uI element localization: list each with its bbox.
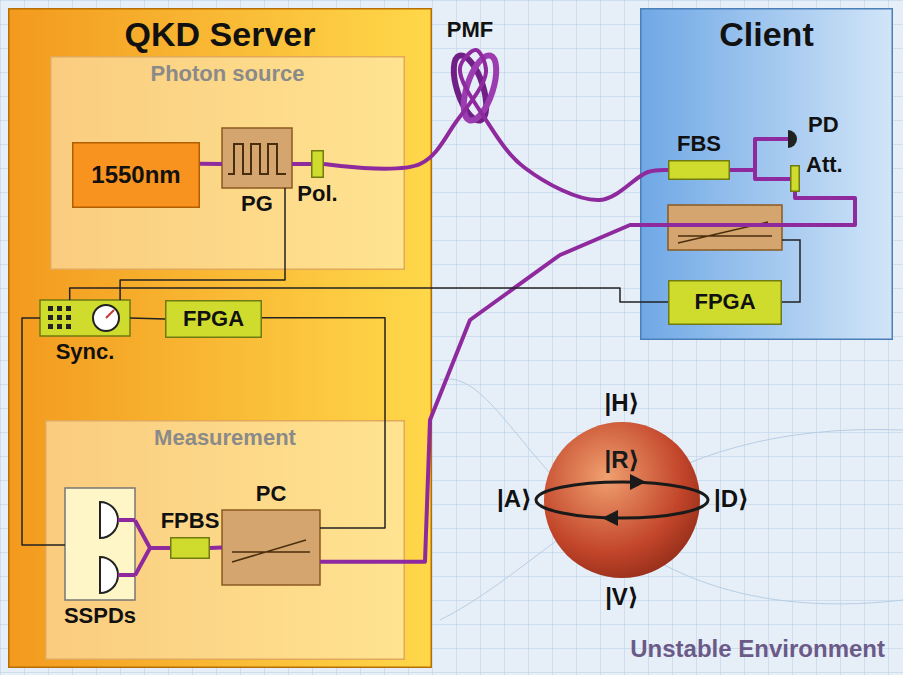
part-label: PG: [241, 192, 273, 216]
section-heading: Client: [640, 8, 893, 53]
part-label: Att.: [806, 153, 843, 177]
section-heading: QKD Server: [8, 8, 432, 53]
optical-fiber: [292, 162, 311, 166]
fpga-box: FPGA: [165, 300, 262, 338]
optical-fiber: [320, 192, 855, 562]
optical-fiber: [324, 50, 668, 200]
detector-symbol: [100, 502, 118, 538]
fiber-label: PMF: [447, 18, 493, 42]
pulse-generator: PG: [222, 128, 292, 188]
photodiode: PD: [788, 130, 806, 148]
detector-unit: SSPDs: [65, 488, 135, 600]
client-box: ClientFBSPDAtt.FPGA: [640, 8, 893, 340]
optical-fiber: [210, 546, 222, 551]
polarization-controller-box: [222, 510, 320, 585]
panel-box: Photon source1550nmPGPol.: [50, 56, 405, 270]
server-box: QKD ServerPhoton source1550nmPGPol.Sync.…: [8, 8, 432, 668]
sync-grid-icon: [48, 306, 71, 329]
signal-wire: [70, 288, 668, 302]
laser-box: 1550nm: [72, 142, 200, 208]
sync-unit: Sync.: [40, 300, 130, 336]
part-label: FPGA: [183, 307, 244, 331]
signal-wire: [130, 318, 165, 319]
control-wire: [782, 240, 800, 302]
attenuator: Att.: [790, 165, 800, 192]
part-label: 1550nm: [91, 162, 180, 188]
part-label: PC: [256, 482, 287, 506]
state-label: |D⟩: [714, 486, 749, 512]
modulator-symbol: [678, 222, 772, 243]
state-label: |A⟩: [497, 486, 532, 512]
fiber-coil: [447, 52, 493, 125]
clock-needle: [106, 310, 114, 318]
poincare-sphere: |R⟩: [544, 422, 700, 578]
state-label: |V⟩: [605, 584, 639, 610]
optical-fiber: [135, 520, 170, 575]
part-label: Sync.: [56, 340, 115, 364]
arrow-head: [630, 474, 646, 490]
polarization-controller: PC: [222, 510, 320, 585]
signal-wire: [22, 318, 65, 545]
part-label: FPGA: [694, 290, 755, 314]
polarizer: Pol.: [311, 150, 324, 178]
panel-box: MeasurementSSPDsFPBSPC: [45, 420, 405, 660]
environment-caption: Unstable Environment: [630, 636, 885, 662]
rotation-ellipse: [536, 482, 708, 518]
part-label: FBS: [677, 132, 721, 156]
optical-fiber: [730, 139, 788, 170]
pulse-symbol: [228, 144, 286, 174]
optical-fiber: [200, 162, 222, 166]
section-heading: Photon source: [50, 56, 405, 86]
part-label: PD: [808, 113, 839, 137]
part-label: FPBS: [161, 509, 220, 533]
photodiode-symbol: [788, 130, 797, 148]
beam-splitter: FBS: [668, 160, 730, 180]
pulse-generator-box: [222, 128, 292, 188]
fiber-coil: [457, 52, 503, 125]
beam-splitter: FPBS: [170, 537, 210, 559]
part-label: Pol.: [297, 182, 337, 206]
detector-housing: [65, 488, 135, 600]
part-label: SSPDs: [64, 604, 136, 628]
fiber-stub: [118, 520, 135, 575]
optical-fiber: [730, 170, 790, 179]
sync-box: [40, 300, 130, 336]
controller-symbol: [232, 540, 310, 562]
arrow-head: [602, 510, 618, 526]
clock-icon: [93, 305, 119, 331]
part-label: |R⟩: [604, 447, 639, 473]
section-heading: Measurement: [45, 420, 405, 450]
state-label: |H⟩: [604, 390, 639, 416]
signal-wire: [120, 188, 285, 300]
detector-symbol: [100, 557, 118, 593]
fpga-box: FPGA: [668, 280, 782, 325]
signal-wire: [262, 318, 385, 528]
modulator-box: [668, 205, 782, 250]
